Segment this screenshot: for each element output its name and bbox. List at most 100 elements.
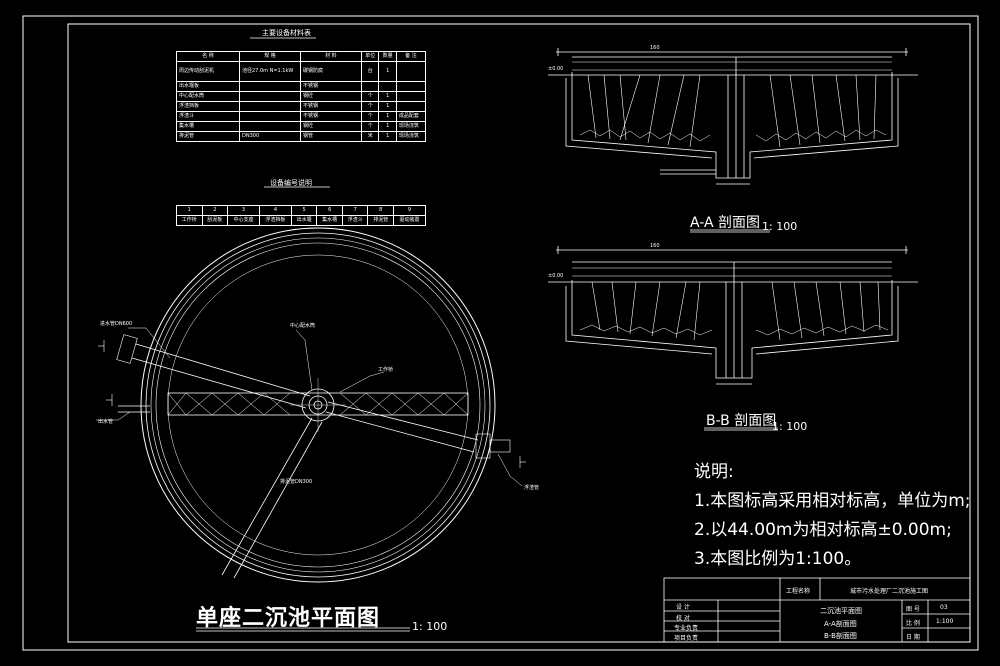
plan-view [96, 227, 523, 583]
tb-project-name: 城市污水处理厂二沉池施工图 [850, 588, 929, 595]
table-cell: 个 [360, 101, 380, 112]
table-cell [360, 81, 380, 92]
bb-dim-top: 160 [650, 243, 660, 249]
section-aa [548, 48, 918, 185]
table-row: 出水堰板 不锈钢 [176, 81, 427, 92]
section-bb [548, 246, 918, 385]
table-cell [239, 91, 301, 102]
table-cell: 现场浇筑 [395, 121, 427, 132]
table-cell [239, 81, 301, 92]
tb-role1: 设 计 [676, 604, 690, 611]
table-cell: 周边传动刮泥机 [176, 61, 240, 82]
table-row: 排泥管 DN300 钢管 米 1 现场浇筑 [176, 131, 427, 142]
title-block-grid [663, 577, 971, 643]
table-cell: 刮泥板 [201, 215, 229, 226]
bb-level: ±0.00 [548, 273, 564, 279]
aa-dim-top: 160 [650, 45, 660, 51]
tb-scale-label: 比 例 [906, 620, 920, 627]
materials-table: 名 称 规 格 材 料 单位 数量 备 注 周边传动刮泥机 池径27.0m N=… [176, 51, 427, 142]
table-cell: 碳钢防腐 [300, 61, 362, 82]
number-table-title: 设备编号说明 [270, 179, 312, 187]
tb-date-label: 日 期 [906, 634, 920, 641]
table-cell: 2 [201, 205, 229, 216]
inner-frame [67, 23, 971, 643]
plan-label-center: 中心配水筒 [290, 323, 316, 329]
tb-drawing-name: 二沉池平面图 [820, 607, 862, 615]
table-cell: 中心支座 [227, 215, 260, 226]
tb-drawing-sub2: B-B剖面图 [824, 632, 857, 640]
table-cell: 集水槽 [316, 215, 343, 226]
plan-title: 单座二沉池平面图 [196, 606, 381, 631]
table-cell [395, 61, 427, 82]
table-cell: 不锈钢 [300, 81, 362, 92]
table-cell: 现场浇筑 [395, 131, 427, 142]
tb-scale-value: 1:100 [936, 618, 954, 625]
table-cell: 6 [316, 205, 343, 216]
table-row: 1 2 3 4 5 6 7 8 9 [176, 205, 426, 216]
table-cell: 1 [378, 61, 397, 82]
bb-title: B-B 剖面图 [706, 413, 777, 429]
section-bb-truss [572, 267, 892, 277]
table-header-cell: 材 料 [300, 51, 362, 62]
tb-project-label: 工程名称 [786, 588, 811, 595]
tb-role4: 项目负责 [674, 635, 699, 642]
table-cell: 1 [378, 121, 397, 132]
table-header-cell: 数量 [378, 51, 397, 62]
title-underlines [196, 37, 778, 632]
plan-label-scum: 浮渣管 [524, 485, 540, 491]
table-cell: 钢管 [300, 131, 362, 142]
table-cell [395, 101, 427, 112]
table-cell: 9 [393, 205, 426, 216]
table-cell: 浮渣挡板 [258, 215, 292, 226]
bb-scale: 1: 100 [772, 420, 808, 433]
tb-drawing-sub1: A-A剖面图 [824, 620, 857, 628]
aa-level: ±0.00 [548, 66, 564, 72]
table-cell: 米 [360, 131, 380, 142]
plan-label-sludge: 排泥管DN300 [280, 479, 313, 485]
table-row: 工作桥 刮泥板 中心支座 浮渣挡板 出水堰 集水槽 浮渣斗 排泥管 驱动装置 [176, 215, 426, 226]
table-header-cell: 单位 [360, 51, 380, 62]
table-cell: 5 [290, 205, 318, 216]
table-cell: 钢砼 [300, 121, 362, 132]
table-cell [395, 91, 427, 102]
table-cell: 1 [176, 205, 203, 216]
table-cell: 1 [378, 111, 397, 122]
tb-role3: 专业负责 [674, 625, 699, 632]
aa-title: A-A 剖面图 [690, 215, 761, 231]
table-cell: 4 [258, 205, 292, 216]
plan-label-outlet: 出水管 [98, 419, 114, 425]
table-cell: 8 [367, 205, 394, 216]
aa-scale: 1: 100 [762, 220, 798, 233]
tb-fig-label: 图 号 [906, 606, 920, 613]
table-cell: DN300 [239, 131, 301, 142]
table-cell: 排泥管 [367, 215, 394, 226]
section-aa-truss [572, 61, 892, 71]
table-cell: 1 [378, 91, 397, 102]
table-cell: 池径27.0m N=1.1kW [239, 61, 301, 82]
table-cell [239, 121, 301, 132]
table-row: 周边传动刮泥机 池径27.0m N=1.1kW 碳钢防腐 台 1 [176, 61, 427, 82]
number-table: 1 2 3 4 5 6 7 8 9 工作桥 刮泥板 中心支座 浮渣挡板 出水堰 … [176, 205, 426, 226]
plan-label-inlet: 进水管DN600 [100, 321, 133, 327]
table-cell: 浮渣挡板 [176, 101, 240, 112]
table-cell: 个 [360, 121, 380, 132]
table-cell: 成品配套 [395, 111, 427, 122]
table-cell [239, 101, 301, 112]
table-row: 名 称 规 格 材 料 单位 数量 备 注 [176, 51, 427, 62]
plan-scale: 1: 100 [412, 620, 448, 633]
section-markers [98, 340, 526, 468]
table-cell: 中心配水筒 [176, 91, 240, 102]
outer-frame [22, 15, 979, 651]
table-header-cell: 名 称 [176, 51, 240, 62]
table-cell: 出水堰板 [176, 81, 240, 92]
table-cell: 浮渣斗 [341, 215, 369, 226]
table-cell: 浮渣斗 [176, 111, 240, 122]
table-cell: 不锈钢 [300, 111, 362, 122]
table-header-cell: 规 格 [239, 51, 301, 62]
table-cell: 集水槽 [176, 121, 240, 132]
table-cell: 3 [227, 205, 260, 216]
tb-role2: 校 对 [676, 615, 690, 622]
table-cell: 排泥管 [176, 131, 240, 142]
table-cell [239, 111, 301, 122]
